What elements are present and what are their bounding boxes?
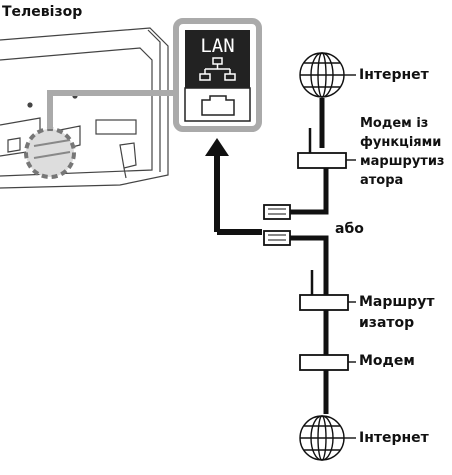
cable-to-router — [290, 235, 329, 295]
router-label-line2: изатор — [359, 315, 415, 331]
modem-router-label-line3: маршрутиз — [360, 154, 445, 169]
modem-router-device — [297, 128, 356, 169]
tv-label: Телевізор — [2, 4, 83, 20]
tv-back-panel — [0, 27, 169, 189]
callout-line — [47, 90, 176, 129]
network-tree-icon — [199, 57, 236, 81]
router-label-line1: Маршрут — [359, 294, 435, 310]
or-label: або — [335, 221, 364, 237]
globe-icon — [299, 415, 345, 461]
globe-icon — [299, 52, 345, 98]
internet-label-top: Інтернет — [359, 67, 429, 83]
connector-lower — [263, 230, 291, 246]
ethernet-port-icon — [201, 95, 235, 116]
modem-router-label-line1: Модем із — [360, 116, 429, 131]
router-device — [299, 270, 356, 311]
cable-to-modem-router — [290, 168, 329, 215]
connection-arrow — [205, 138, 229, 232]
modem-label: Модем — [359, 353, 415, 369]
modem-router-label-line4: атора — [360, 173, 404, 188]
port-highlight-circle — [24, 127, 76, 179]
lan-port-box — [173, 18, 262, 132]
internet-label-bottom: Інтернет — [359, 430, 429, 446]
modem-router-label-line2: функціями — [360, 135, 442, 150]
lan-label: LAN — [200, 35, 234, 57]
connector-upper — [263, 204, 291, 220]
modem-device — [299, 354, 356, 371]
